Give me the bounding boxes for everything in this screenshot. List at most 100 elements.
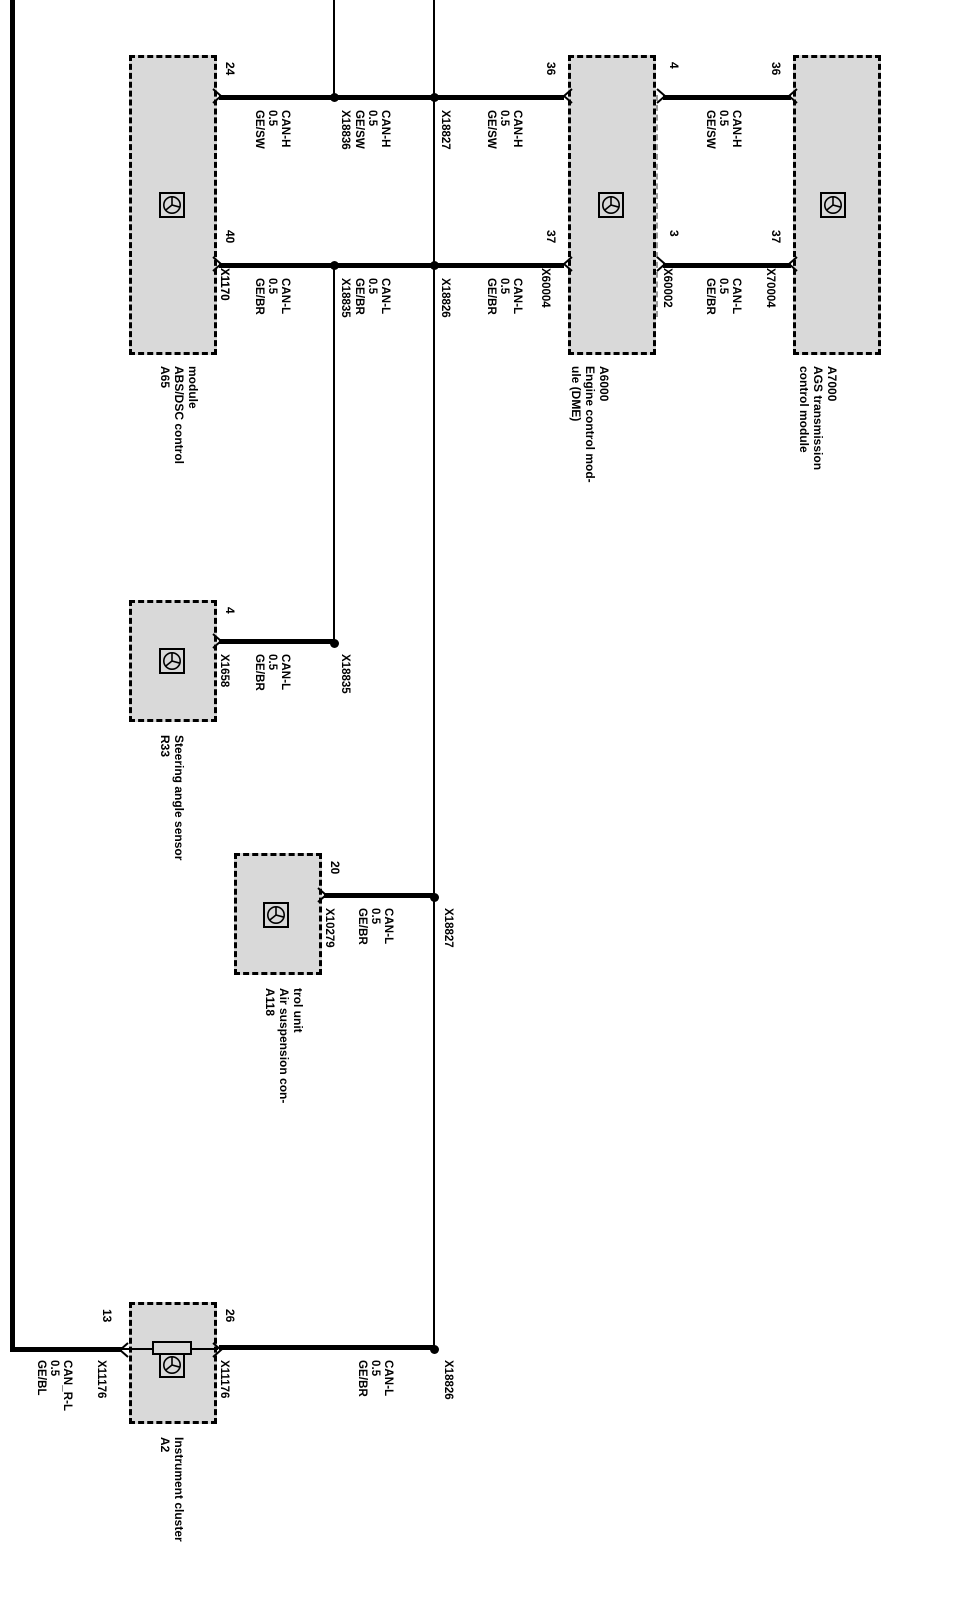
terminator-resistor-a2	[152, 1341, 192, 1355]
connector-label-a6000-right: X60002	[661, 268, 673, 308]
wire-label-can-h-seg4-name: CAN-H	[730, 110, 742, 148]
wire-r33-to-x18835	[219, 639, 335, 644]
device-name-a7000-line2: control module	[797, 366, 811, 453]
connector-symbol-a2	[159, 1352, 185, 1378]
wire-label-can-h-seg2-gauge: 0.5	[366, 110, 378, 127]
wire-label-a118-color: GE/BR	[356, 908, 368, 945]
wire-label-can-l-seg4-name: CAN-L	[730, 278, 742, 315]
connector-symbol-a65	[159, 192, 185, 218]
junction-dot-x18836	[330, 93, 339, 102]
node-label-x18836: X18836	[339, 110, 351, 150]
wire-label-a118-gauge: 0.5	[369, 908, 381, 925]
connector-label-a2-right: X11176	[218, 1360, 230, 1399]
wire-label-can-l-seg2-name: CAN-L	[379, 278, 391, 315]
device-id-a2: A2	[158, 1437, 172, 1453]
node-label-x18835-top: X18835	[339, 278, 351, 318]
device-id-a7000: A7000	[825, 366, 839, 402]
wire-label-can-h-seg2-color: GE/SW	[353, 110, 365, 149]
pin-bracket-a2-13	[118, 1342, 129, 1358]
wire-label-can-l-seg4-color: GE/BR	[704, 278, 716, 315]
wire-label-can-h-seg1-gauge: 0.5	[266, 110, 278, 127]
main-bus-horizontal-bottom	[10, 1347, 122, 1352]
device-name-a65-line2: module	[186, 366, 200, 409]
wire-label-can-l-seg1-color: GE/BR	[253, 278, 265, 315]
connector-label-a7000: X70004	[764, 268, 776, 308]
wire-label-can-rl-color: GE/BL	[35, 1360, 47, 1396]
branch-x18827-up	[433, 0, 435, 95]
connector-symbol-a7000	[820, 192, 846, 218]
device-name-a65-line1: ABS/DSC control	[172, 366, 186, 465]
wire-a2-to-x18826	[219, 1345, 435, 1350]
pin-label-a7000-can-h: 36	[769, 62, 783, 76]
wire-label-can-l-seg2-color: GE/BR	[353, 278, 365, 315]
wire-label-can-h-seg3-name: CAN-H	[511, 110, 523, 148]
can-h-bus-a65-to-a6000	[219, 95, 564, 100]
wire-label-can-h-seg4-color: GE/SW	[704, 110, 716, 149]
pin-label-a2-left: 13	[100, 1309, 114, 1323]
wire-label-can-l-seg4-gauge: 0.5	[717, 278, 729, 295]
node-label-x18827-top: X18827	[439, 110, 451, 150]
pin-label-a2-right: 26	[223, 1309, 237, 1323]
wire-label-can-rl-gauge: 0.5	[48, 1360, 60, 1377]
pin-label-a6000-right-can-h: 4	[667, 62, 681, 69]
wire-label-can-l-seg1-name: CAN-L	[279, 278, 291, 315]
wire-label-can-h-seg1-color: GE/SW	[253, 110, 265, 149]
pin-label-a6000-right-can-l: 3	[667, 230, 681, 237]
device-name-a118-line2: trol unit	[291, 988, 305, 1033]
device-name-a7000-line1: AGS transmission	[811, 366, 825, 471]
device-id-a118: A118	[263, 988, 277, 1017]
connector-symbol-r33	[159, 648, 185, 674]
wire-label-can-l-seg2-gauge: 0.5	[366, 278, 378, 295]
module-a2-instrument-cluster[interactable]	[129, 1302, 217, 1424]
branch-x18836-up	[333, 0, 335, 95]
wire-label-can-h-seg4-gauge: 0.5	[717, 110, 729, 127]
can-l-bus-a6000-to-a7000	[663, 263, 791, 268]
wire-label-can-h-seg2-name: CAN-H	[379, 110, 391, 148]
device-id-a6000: A6000	[597, 366, 611, 402]
wire-label-r33-gauge: 0.5	[266, 654, 278, 671]
wire-label-can-l-seg1-gauge: 0.5	[266, 278, 278, 295]
connector-label-a118: X10279	[323, 908, 335, 948]
wire-a118-to-x18827	[324, 893, 435, 898]
device-name-a6000-line1: Engine control mod-	[583, 366, 597, 483]
device-name-r33-line1: Steering angle sensor	[172, 735, 186, 861]
node-label-x18826-bottom: X18826	[442, 1360, 454, 1400]
pin-label-a6000-can-h: 36	[544, 62, 558, 76]
connector-label-a6000-left: X60004	[539, 268, 551, 308]
connector-symbol-a6000	[598, 192, 624, 218]
wire-label-can-rl-name: CAN_R-L	[61, 1360, 73, 1412]
branch-x18827-down	[433, 95, 435, 897]
can-l-bus-a65-to-a6000	[219, 263, 564, 268]
wire-label-a2-can-l-color: GE/BR	[356, 1360, 368, 1397]
pin-label-a65-can-h: 24	[223, 62, 237, 76]
connector-label-a2-left: X11176	[95, 1360, 107, 1399]
device-name-a6000-line2: ule (DME)	[569, 366, 583, 422]
wire-label-can-h-seg1-name: CAN-H	[279, 110, 291, 148]
pin-label-r33: 4	[223, 607, 237, 614]
node-label-x18826-top: X18826	[439, 278, 451, 318]
pin-label-a6000-can-l: 37	[544, 230, 558, 244]
wire-label-a2-can-l-name: CAN-L	[382, 1360, 394, 1397]
node-label-x18835-bottom: X18835	[339, 654, 351, 694]
pin-label-a7000-can-l: 37	[769, 230, 783, 244]
branch-x18835-down	[333, 263, 335, 644]
pin-label-a65-can-l: 40	[223, 230, 237, 244]
wire-label-can-h-seg3-gauge: 0.5	[498, 110, 510, 127]
module-a6000-inner-dash	[656, 95, 658, 317]
device-name-a118-line1: Air suspension con-	[277, 988, 291, 1104]
connector-symbol-a118	[263, 902, 289, 928]
wire-label-a118-name: CAN-L	[382, 908, 394, 945]
pin-bracket-a6000-37	[562, 256, 573, 272]
node-label-x18827-bottom: X18827	[442, 908, 454, 948]
device-id-a65: A65	[158, 366, 172, 389]
can-h-bus-a6000-to-a7000	[663, 95, 791, 100]
wire-label-can-h-seg3-color: GE/SW	[485, 110, 497, 149]
wire-label-r33-name: CAN-L	[279, 654, 291, 691]
wire-label-can-l-seg3-name: CAN-L	[511, 278, 523, 315]
connector-label-a65-can-l: X1170	[218, 268, 230, 301]
wire-label-can-l-seg3-gauge: 0.5	[498, 278, 510, 295]
pin-label-a118: 20	[328, 861, 342, 875]
main-bus-vertical-left	[10, 0, 15, 1352]
device-id-r33: R33	[158, 735, 172, 758]
